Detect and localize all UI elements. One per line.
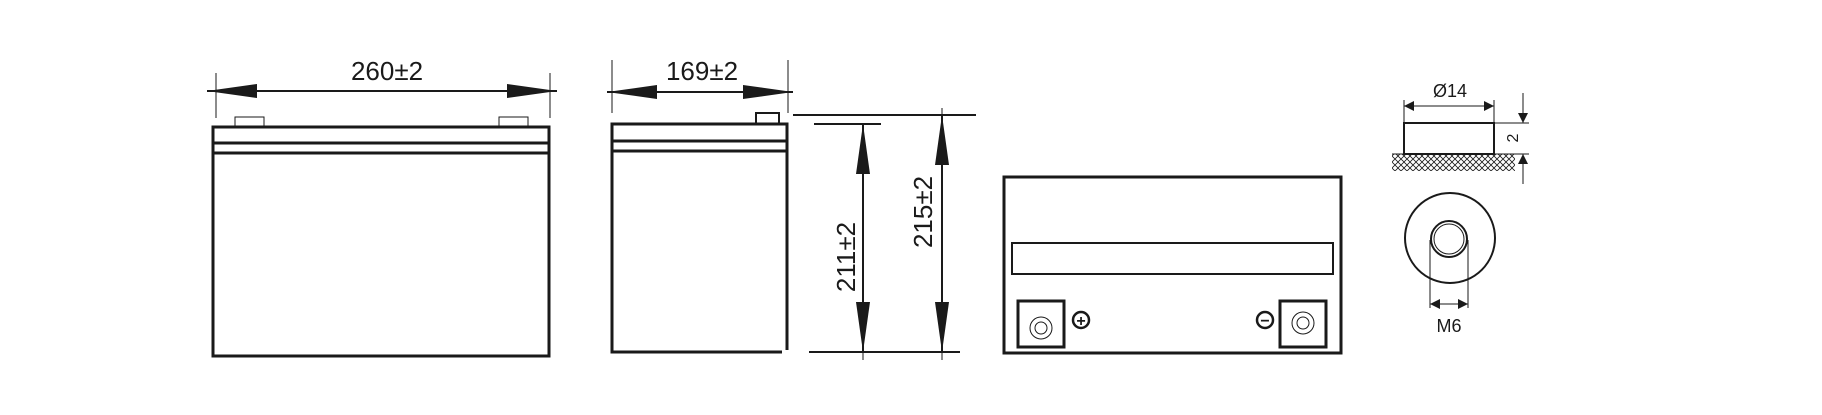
battery-body-front (211, 125, 551, 358)
battery-body-top (1002, 175, 1343, 355)
front-view: 260±2 (207, 56, 557, 358)
terminal-bolt-icon (1029, 316, 1053, 340)
plus-icon: + (1071, 310, 1091, 330)
terminal-hole-icon (1034, 321, 1048, 335)
negative-terminal (1278, 299, 1328, 349)
width-dimension-label: 260±2 (351, 56, 423, 86)
terminal-bolt-icon (1291, 311, 1315, 335)
terminal-washer-circle (1404, 192, 1496, 284)
top-view: + − (1002, 175, 1343, 355)
terminal-bolt-circle (1430, 220, 1468, 258)
terminal-profile (1403, 122, 1495, 155)
terminal-hole-icon (1296, 316, 1310, 330)
battery-body-side (610, 122, 789, 354)
minus-icon: − (1255, 310, 1275, 330)
diameter-dimension-label: Ø14 (1433, 81, 1467, 101)
thread-dimension-label: M6 (1436, 316, 1461, 336)
thread-circle (1433, 223, 1465, 255)
height-dimension-label: 211±2 (831, 222, 861, 292)
side-view: 169±2 211±2 215±2 (607, 56, 976, 360)
depth-dimension-label: 169±2 (666, 56, 738, 86)
svg-text:−: − (1260, 313, 1269, 330)
surface-hatch (1392, 154, 1515, 171)
label-area (1011, 242, 1334, 275)
total-height-dimension-label: 215±2 (908, 176, 938, 248)
terminal-detail: Ø14 2 M6 (1392, 81, 1529, 336)
svg-text:+: + (1076, 313, 1085, 330)
positive-terminal (1016, 299, 1066, 349)
terminal-height-label: 2 (1505, 133, 1522, 142)
terminal-highlight (759, 116, 776, 121)
